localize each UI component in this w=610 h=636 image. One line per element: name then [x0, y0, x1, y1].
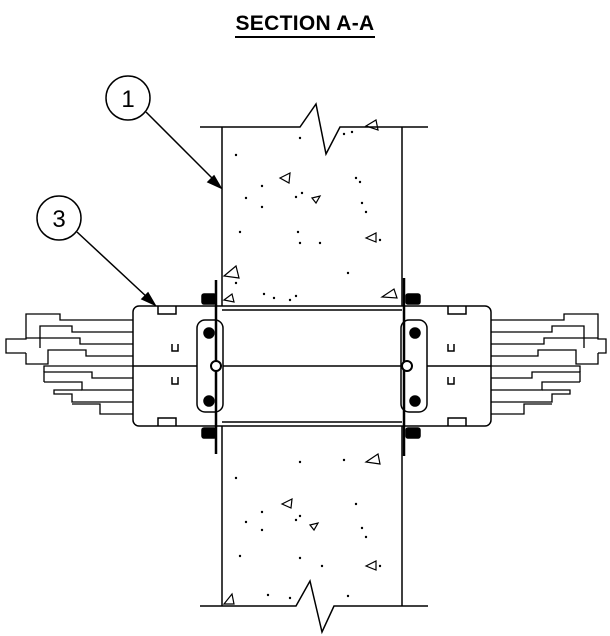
- aggregate-triangle: [310, 195, 322, 205]
- nut: [405, 427, 421, 439]
- aggregate-triangle: [364, 453, 381, 465]
- bolt-hole: [210, 360, 222, 372]
- aggregate-triangle: [222, 292, 235, 303]
- aggregate-triangle: [364, 560, 377, 571]
- callout-1-arrowhead: [206, 174, 223, 190]
- aggregate-triangle: [364, 119, 379, 131]
- bolt: [203, 395, 215, 407]
- callout-1: 1: [105, 75, 223, 190]
- sleeve-tab: [447, 417, 467, 426]
- sleeve-assembly: [132, 305, 492, 427]
- cable-bundle-right: [491, 313, 607, 415]
- aggregate-triangle: [308, 522, 320, 532]
- callout-3: 3: [36, 195, 157, 307]
- callout-3-circle: [36, 195, 82, 241]
- concrete-dots: [234, 130, 382, 600]
- u-clip-marker: [171, 344, 179, 352]
- u-clip-marker: [447, 377, 455, 385]
- sleeve-tab: [157, 417, 177, 426]
- callout-1-label: 1: [121, 86, 134, 113]
- callout-1-leader: [145, 111, 216, 182]
- nut: [405, 293, 421, 305]
- concrete-wall: [200, 102, 428, 635]
- sleeve-tab: [447, 306, 467, 315]
- aggregate-triangle: [280, 497, 293, 509]
- u-clip-marker: [447, 344, 455, 352]
- callout-3-leader: [76, 231, 149, 299]
- cable-bundle-left: [5, 313, 133, 415]
- bolt-hole: [401, 360, 413, 372]
- nut: [201, 293, 217, 305]
- concrete-stipple: [222, 119, 398, 605]
- aggregate-triangle: [278, 171, 291, 184]
- bolts: [201, 293, 421, 439]
- callout-1-circle: [105, 75, 151, 121]
- bolt: [409, 395, 421, 407]
- wall-top-break-line: [200, 102, 428, 157]
- section-title: SECTION A-A: [0, 0, 610, 38]
- bolt: [203, 327, 215, 339]
- callout-3-arrowhead: [140, 291, 157, 307]
- aggregate-triangle: [222, 592, 235, 605]
- aggregate-triangle: [380, 288, 398, 299]
- callout-3-label: 3: [52, 206, 65, 233]
- nut: [201, 427, 217, 439]
- bolt: [409, 327, 421, 339]
- aggregate-triangle: [222, 264, 240, 279]
- u-clip-marker: [171, 377, 179, 385]
- sleeve-tab: [157, 306, 177, 315]
- wall-bottom-break-line: [200, 578, 428, 635]
- aggregate-triangle: [364, 232, 377, 243]
- section-title-text: SECTION A-A: [235, 12, 375, 38]
